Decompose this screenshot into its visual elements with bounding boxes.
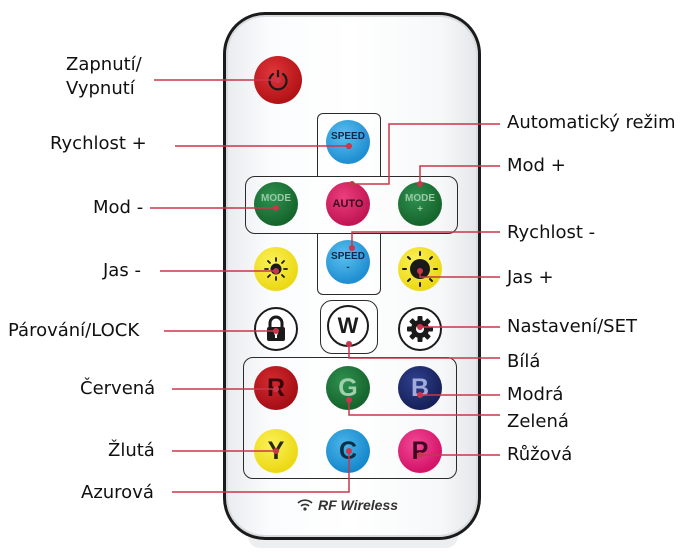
callout-blue: Modrá xyxy=(507,384,564,405)
mode-plus-button[interactable]: MODE + xyxy=(398,182,442,226)
auto-button[interactable]: AUTO xyxy=(326,182,370,226)
leader-green xyxy=(348,400,500,416)
leader-cyan xyxy=(172,451,350,493)
callout-speed-minus: Rychlost - xyxy=(507,222,596,243)
callout-brightness-minus: Jas - xyxy=(103,260,141,281)
speed-minus-group xyxy=(317,233,381,295)
leader-speed-minus xyxy=(351,231,500,248)
leader-white xyxy=(348,344,500,359)
callout-cyan: Azurová xyxy=(81,482,154,503)
speed-minus-label: SPEED - xyxy=(331,251,365,273)
blue-button[interactable]: B xyxy=(398,366,442,410)
callout-brightness-plus: Jas + xyxy=(507,267,554,288)
speed-minus-button[interactable]: SPEED - xyxy=(326,240,370,284)
callout-mode-plus: Mod + xyxy=(507,155,566,176)
green-label: G xyxy=(338,373,358,402)
wifi-icon xyxy=(297,499,313,511)
callout-green: Zelená xyxy=(507,411,569,432)
callout-white: Bílá xyxy=(507,351,541,372)
cyan-button[interactable]: C xyxy=(326,429,370,473)
leader-auto xyxy=(352,123,500,185)
callout-pairing-lock: Párování/LOCK xyxy=(8,320,140,341)
callout-power: Zapnutí/ Vypnutí xyxy=(66,54,142,99)
callout-speed-plus: Rychlost + xyxy=(50,133,147,154)
callout-yellow: Žlutá xyxy=(108,440,155,461)
leader-brightness-plus xyxy=(419,271,500,278)
pink-label: P xyxy=(411,436,429,465)
brand-label: RF Wireless xyxy=(318,497,399,513)
speed-plus-group xyxy=(317,113,381,177)
callout-pink: Růžová xyxy=(507,444,573,465)
auto-label: AUTO xyxy=(332,197,364,210)
callout-red: Červená xyxy=(80,378,156,399)
callout-settings: Nastavení/SET xyxy=(507,316,637,337)
callout-mode-minus: Mod - xyxy=(93,197,144,218)
white-label: W xyxy=(337,313,359,338)
leader-mode-plus xyxy=(419,165,500,184)
mode-plus-label: MODE + xyxy=(405,193,435,215)
callout-auto-mode: Automatický režim xyxy=(507,112,676,133)
pink-button[interactable]: P xyxy=(398,429,442,473)
brand: RF Wireless xyxy=(296,497,398,513)
